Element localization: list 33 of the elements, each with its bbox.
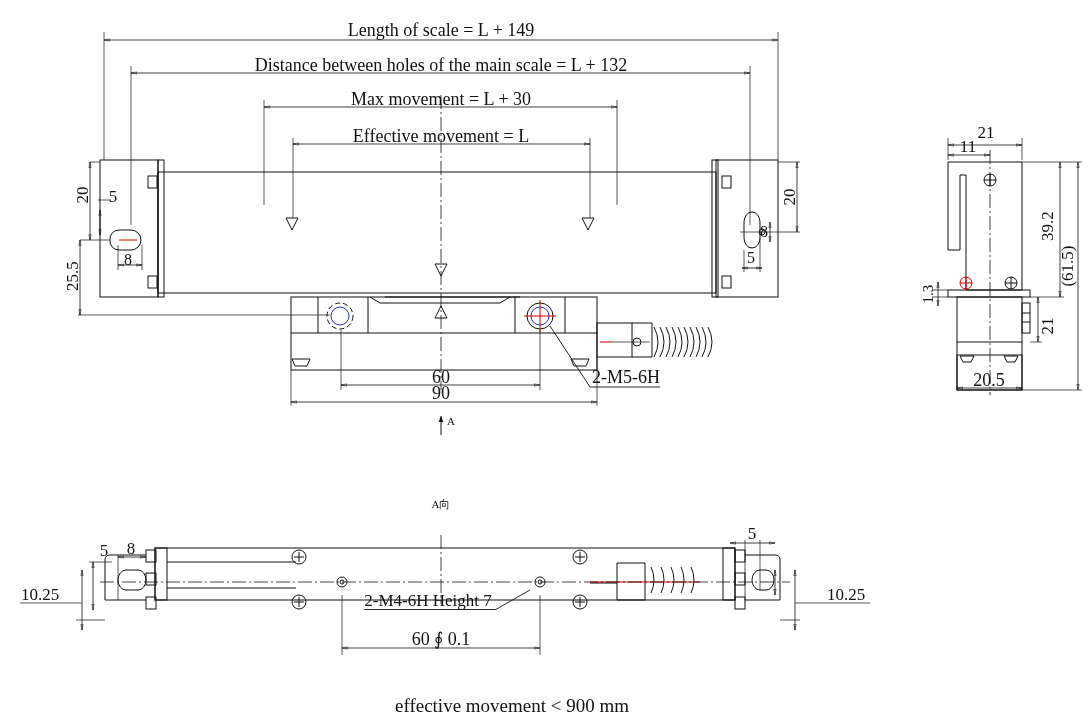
dimension-label: 20 [73,186,91,204]
dimension-label: 21 [1038,317,1056,335]
dimension-label: 1.3 [920,284,936,304]
dimension-label: 60 [432,368,450,386]
dimension-label: 39.2 [1038,211,1056,241]
dimension-label: 5 [747,524,757,542]
dimension-label: 10.25 [826,585,866,603]
dimension-label: Distance between holes of the main scale = L + 132 [254,56,628,74]
dimension-label: 5 [108,187,118,205]
dimension-label: A [447,415,455,427]
dimension-label: Length of scale = L + 149 [347,21,535,39]
dimension-label: 5 [99,541,109,559]
dimension-label: 5 [747,250,755,266]
dimension-label: 20.5 [973,371,1005,389]
dimension-label: Effective movement = L [352,127,530,145]
dimension-label: A向 [431,498,451,510]
dimension-label: 10.25 [20,585,60,603]
leader-line [549,325,661,388]
dimension-label: 8 [760,224,768,240]
leader-line [363,589,531,610]
dimension-label: 21 [977,123,995,141]
callout-text: 2-M5-6H [592,368,660,386]
callout-text: 2-M4-6H Height 7 [364,591,492,609]
dimension-label: 8 [124,252,132,268]
caption: effective movement < 900 mm [394,695,630,715]
dimension-label: 20 [780,188,798,206]
dimension-label: 25.5 [63,261,81,291]
dimension-label: 90 [432,384,450,402]
dimension-label: Max movement = L + 30 [350,90,532,108]
dimension-label: 11 [959,137,977,155]
dimension-label: 8 [126,539,136,557]
dimension-label: (61.5) [1058,245,1076,287]
dimension-label: 60 ∮ 0.1 [411,630,471,648]
